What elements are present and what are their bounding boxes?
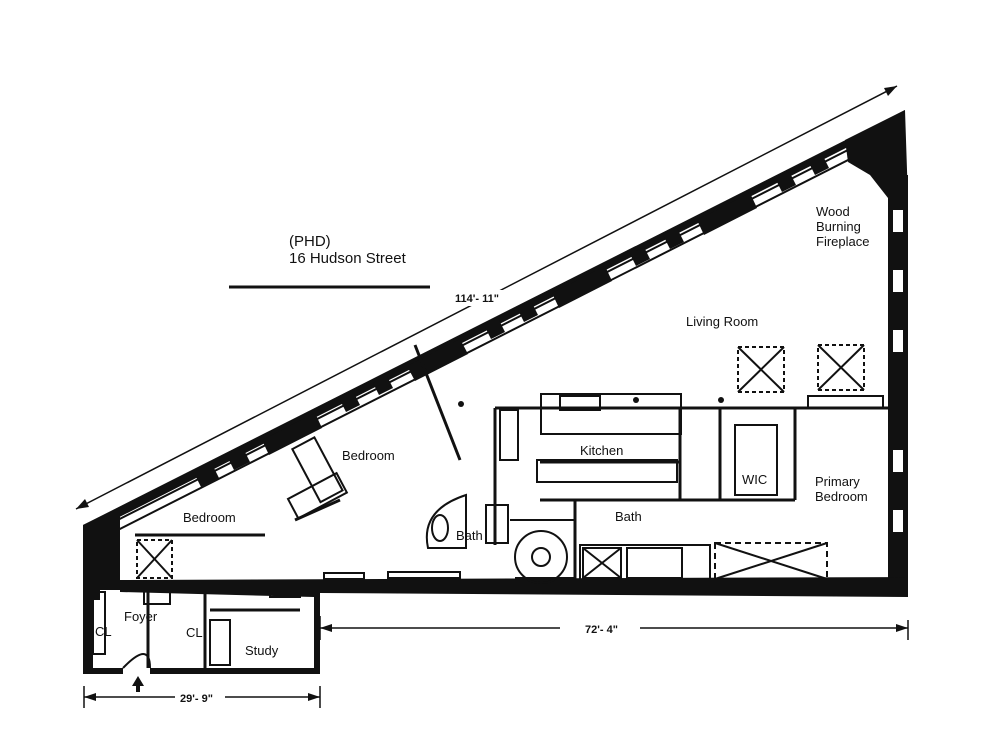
plan-title-line1: (PHD) bbox=[289, 233, 331, 250]
right-exterior-wall bbox=[888, 175, 908, 595]
dimension-right-label: 72'- 4" bbox=[585, 624, 618, 636]
room-labels: Wood Burning Fireplace Living Room Bedro… bbox=[95, 204, 869, 658]
fireplace-label-2: Burning bbox=[816, 219, 861, 234]
dimension-diagonal: 114'- 11" bbox=[75, 85, 898, 510]
dimension-diagonal-label: 114'- 11" bbox=[455, 293, 499, 305]
dimension-left-label: 29'- 9" bbox=[180, 693, 213, 705]
dimension-right: 72'- 4" bbox=[319, 616, 909, 640]
fireplace-label-1: Wood bbox=[816, 204, 850, 219]
column-dot bbox=[458, 401, 464, 407]
study-label: Study bbox=[245, 643, 279, 658]
column-dot bbox=[633, 397, 639, 403]
foyer-label: Foyer bbox=[124, 609, 158, 624]
kitchen-label: Kitchen bbox=[580, 443, 623, 458]
column-dot bbox=[718, 397, 724, 403]
bedroom-lower-label: Bedroom bbox=[183, 510, 236, 525]
primary-bedroom-label-2: Bedroom bbox=[815, 489, 868, 504]
dimension-left: 29'- 9" bbox=[83, 686, 321, 708]
closet-2-label: CL bbox=[186, 625, 203, 640]
left-exterior-walls bbox=[83, 507, 908, 674]
entry-arrow-icon bbox=[132, 676, 144, 692]
wic-label: WIC bbox=[742, 472, 767, 487]
fixtures bbox=[92, 393, 884, 669]
plan-title-line2: 16 Hudson Street bbox=[289, 250, 407, 267]
living-room-label: Living Room bbox=[686, 314, 758, 329]
bath-left-label: Bath bbox=[456, 528, 483, 543]
bath-right-label: Bath bbox=[615, 509, 642, 524]
interior-walls bbox=[135, 344, 888, 668]
skylights bbox=[136, 344, 865, 580]
primary-bedroom-label-1: Primary bbox=[815, 474, 860, 489]
fireplace-label-3: Fireplace bbox=[816, 234, 869, 249]
closet-1-label: CL bbox=[95, 624, 112, 639]
bedroom-upper-label: Bedroom bbox=[342, 448, 395, 463]
